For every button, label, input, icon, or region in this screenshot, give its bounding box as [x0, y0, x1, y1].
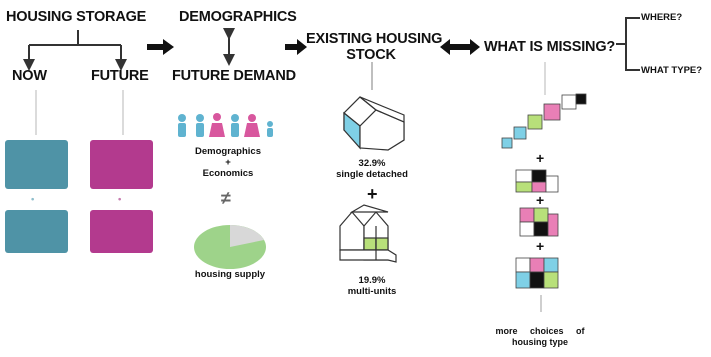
now-box-top: [5, 140, 68, 189]
person-icon: [178, 114, 186, 137]
multi-units-stat: 19.9% multi-units: [322, 275, 422, 297]
block-stack-icon: [515, 257, 559, 289]
block-stack-icon: [515, 169, 559, 193]
block-stack-icon: [519, 207, 559, 237]
heading-existing-housing: EXISTING HOUSING STOCK: [306, 31, 443, 63]
missing-plus-3: +: [536, 238, 545, 254]
missing-caption-line2: housing type: [512, 337, 568, 347]
label-where: WHERE?: [641, 12, 683, 23]
heading-future: FUTURE: [91, 68, 149, 84]
heading-future-demand: FUTURE DEMAND: [172, 68, 296, 84]
missing-plus-1: +: [536, 150, 545, 166]
person-icon: [231, 114, 239, 137]
heading-existing-housing-line2: STOCK: [346, 47, 396, 63]
big-arrow-1: [147, 39, 174, 55]
pie-chart-icon: [194, 225, 266, 269]
multi-units-label: multi-units: [347, 286, 397, 297]
block-stack-icon: [501, 93, 587, 149]
stock-plus: +: [367, 184, 378, 204]
not-equal-sign: ≠: [221, 188, 231, 208]
big-arrow-2: [285, 39, 307, 55]
demographics-plus: +: [225, 157, 231, 168]
heading-existing-housing-line1: EXISTING HOUSING: [306, 31, 443, 47]
person-icon: [209, 113, 225, 137]
now-plus: •: [31, 194, 35, 205]
missing-bracket: [616, 17, 640, 71]
now-box-bottom: [5, 210, 68, 253]
demographics-text: Demographics + Economics: [176, 146, 280, 179]
heading-housing-storage: HOUSING STORAGE: [6, 9, 147, 25]
double-arrow: [440, 39, 480, 55]
demographics-line1: Demographics: [195, 146, 261, 157]
person-icon: [244, 114, 260, 137]
heading-what-is-missing: WHAT IS MISSING?: [484, 39, 616, 55]
person-icon: [196, 114, 204, 137]
house-icon: [343, 96, 405, 151]
heading-now: NOW: [12, 68, 47, 84]
person-icon: [267, 121, 273, 137]
future-plus: •: [118, 194, 122, 205]
missing-caption-line1: more choices of: [495, 326, 585, 336]
housing-supply-label: housing supply: [194, 269, 266, 280]
single-detached-label: single detached: [336, 169, 408, 180]
demographics-line2: Economics: [202, 168, 254, 179]
future-box-bottom: [90, 210, 153, 253]
missing-caption: more choices of housing type: [470, 326, 610, 348]
future-box-top: [90, 140, 153, 189]
missing-plus-2: +: [536, 192, 545, 208]
single-detached-stat: 32.9% single detached: [322, 158, 422, 180]
heading-demographics: DEMOGRAPHICS: [179, 9, 297, 25]
multi-units-pct: 19.9%: [358, 275, 386, 286]
single-detached-pct: 32.9%: [358, 158, 386, 169]
multi-unit-building-icon: [339, 204, 397, 263]
label-what-type: WHAT TYPE?: [641, 65, 703, 76]
